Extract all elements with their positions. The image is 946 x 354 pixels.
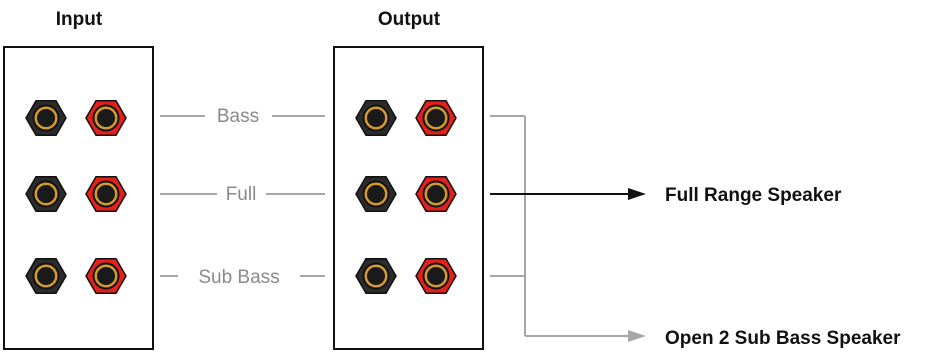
route-connectors <box>160 115 325 277</box>
sub-bass-output-lines <box>490 115 632 337</box>
route-label-bass: Bass <box>217 106 259 127</box>
full-range-speaker-label: Full Range Speaker <box>665 185 842 206</box>
sub-bass-arrow-head <box>628 330 646 342</box>
route-label-full: Full <box>226 184 257 205</box>
sub-bass-speaker-label: Open 2 Sub Bass Speaker <box>665 328 901 349</box>
full-range-arrow-head <box>628 188 646 200</box>
output-heading: Output <box>378 9 441 30</box>
input-heading: Input <box>56 9 103 30</box>
route-label-sub-bass: Sub Bass <box>198 267 279 288</box>
output-panel <box>333 46 484 350</box>
input-panel <box>3 46 154 350</box>
